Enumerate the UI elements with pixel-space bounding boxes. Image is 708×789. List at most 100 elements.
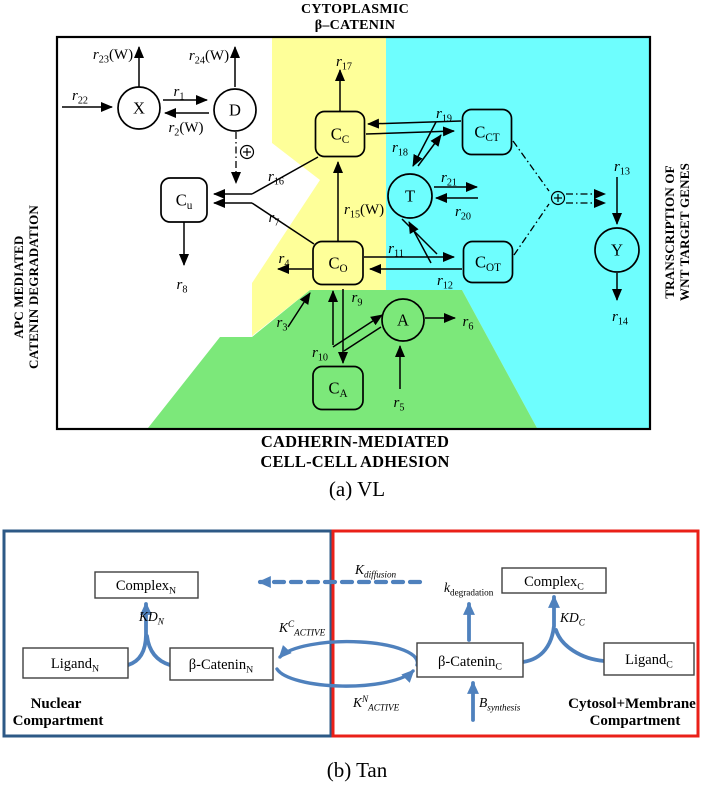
bcatenin-c-box <box>416 642 524 678</box>
dashdot-cct-oplus <box>512 140 550 192</box>
node-D <box>213 88 257 132</box>
label-r1: r1 <box>174 84 185 103</box>
node-CC <box>314 110 366 158</box>
k-diffusion-label: Kdiffusion <box>354 562 397 580</box>
complex-c-box-label: ComplexC <box>524 574 584 593</box>
label-r5: r5 <box>394 395 405 414</box>
node-Cu <box>160 177 208 223</box>
tan-model-diagram: NuclearCompartmentCytosol+MembraneCompar… <box>2 529 700 782</box>
dashdot-cot-oplus <box>513 203 550 256</box>
oplus-d-cu <box>239 144 255 160</box>
cadherin-label-line2: CELL-CELL ADHESION <box>260 452 449 471</box>
shuttle-arc-top <box>278 639 420 667</box>
reaction-arrows <box>62 46 622 389</box>
kd-n-fork-right <box>145 634 172 667</box>
cytoplasmic-title-line1: CYTOPLASMIC <box>301 2 409 17</box>
arrow-t-to-r18 <box>417 134 442 167</box>
node-D-label: D <box>229 101 241 120</box>
line-a-to-r9 <box>343 326 382 352</box>
arrow-r3-in <box>287 292 311 328</box>
label-r7: r7 <box>269 210 280 229</box>
shuttle-arc-bottom <box>275 667 415 688</box>
ligand-n-box-label: LigandN <box>51 656 99 675</box>
label-r21: r21 <box>441 170 457 189</box>
label-r10: r10 <box>312 345 328 364</box>
node-A <box>381 298 425 342</box>
node-COT <box>462 240 514 284</box>
transcription-label-line1: TRANSCRIPTION OF <box>662 165 677 299</box>
node-CC-label: CC <box>331 125 350 147</box>
flux-arrows <box>126 576 606 722</box>
node-CA-label: CA <box>328 379 348 401</box>
label-r14: r14 <box>612 309 628 328</box>
nuclear-compartment <box>2 529 333 738</box>
arrow-r18-cc-cct <box>365 126 455 137</box>
bcatenin-n-box <box>169 647 274 681</box>
label-r19: r19 <box>436 106 452 125</box>
node-CCT-label: CCT <box>474 123 499 145</box>
label-r12: r12 <box>437 273 453 292</box>
node-CCT <box>461 108 513 156</box>
arrow-r10-to-a <box>332 314 383 348</box>
pathway-regions <box>148 37 649 428</box>
k-n-active-label: KNACTIVE <box>352 694 400 713</box>
node-Y-label: Y <box>611 241 623 260</box>
label-r24: r24(W) <box>189 48 229 67</box>
arrow-r12-to-t <box>408 221 432 264</box>
ligand-c-box <box>603 642 695 676</box>
label-r17: r17 <box>336 54 352 73</box>
kd-c-label: KDC <box>559 610 586 628</box>
label-r4: r4 <box>279 251 290 270</box>
label-r18: r18 <box>392 140 408 159</box>
vl-model-diagram: CYTOPLASMIC β–CATENIN APC MEDIATED CATEN… <box>11 2 692 501</box>
oplus-circle-icon <box>550 190 566 206</box>
cytosol-compartment <box>331 529 700 738</box>
reaction-labels: r22r23(W)r24(W)r1r2(W)r16r7r8r17r15(W)r1… <box>72 47 630 414</box>
transcription-label-line2: WNT TARGET GENES <box>677 163 692 301</box>
complex-n-box-label: ComplexN <box>116 578 176 597</box>
k-c-active-label: KCACTIVE <box>278 619 326 638</box>
caption-b: (b) Tan <box>327 758 388 782</box>
line-t-to-r11 <box>401 218 438 255</box>
apc-label-line2: CATENIN DEGRADATION <box>26 205 41 369</box>
kd-c-fork-right <box>554 628 606 663</box>
apc-degradation-label: APC MEDIATED CATENIN DEGRADATION <box>11 205 41 369</box>
kd-n-fork-left <box>126 601 152 667</box>
label-r9: r9 <box>352 290 363 309</box>
label-r23: r23(W) <box>93 47 133 66</box>
line-r7 <box>251 202 315 245</box>
transcription-label: TRANSCRIPTION OF WNT TARGET GENES <box>662 163 692 301</box>
node-X-label: X <box>133 99 145 118</box>
node-Y <box>594 227 640 273</box>
oplus-circle-icon <box>239 144 255 160</box>
kd-c-fork-left <box>521 594 560 664</box>
bcatenin-n-box-label: β-CateninN <box>189 657 253 676</box>
cytosol-compartment-label-1: Compartment <box>590 713 681 729</box>
node-A-label: A <box>397 311 409 330</box>
node-CO <box>312 240 364 286</box>
node-COT-label: COT <box>475 253 501 275</box>
diagram-border <box>55 35 652 431</box>
arrow-r19-cct-cc <box>367 118 462 129</box>
b-synthesis-label: Bsynthesis <box>479 695 521 713</box>
cytosol-compartment-label-0: Cytosol+Membrane <box>568 696 696 712</box>
arrow-r19-to-t <box>412 121 437 167</box>
node-T <box>387 173 433 219</box>
label-r20: r20 <box>455 204 471 223</box>
ligand-c-box-label: LigandC <box>625 652 673 671</box>
label-r8: r8 <box>177 277 188 296</box>
label-r22: r22 <box>72 88 88 107</box>
cytoplasmic-title-line2: β–CATENIN <box>315 18 396 33</box>
node-CO-label: CO <box>328 254 347 276</box>
apc-label-line1: APC MEDIATED <box>11 236 26 339</box>
complex-c-box <box>501 567 607 594</box>
kd-n-label: KDN <box>138 609 165 627</box>
label-r11: r11 <box>388 241 404 260</box>
k-degradation-label: kdegradation <box>444 580 494 598</box>
line-r16 <box>251 156 319 195</box>
label-r2: r2(W) <box>168 120 203 139</box>
nuclear-compartment-label-0: Nuclear <box>31 696 82 712</box>
node-Cu-label: Cu <box>176 191 193 213</box>
